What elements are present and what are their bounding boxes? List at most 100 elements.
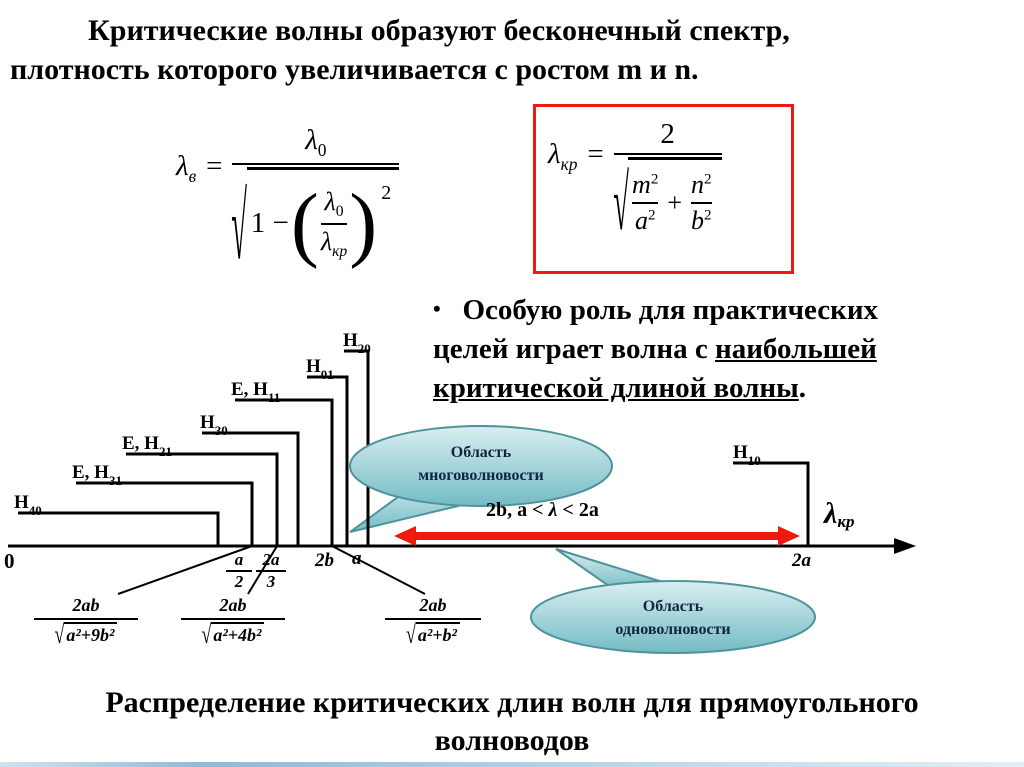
mode-eh21-base: E, H bbox=[122, 433, 159, 454]
tick-2a3-den: 3 bbox=[266, 571, 276, 591]
formula1-num-sub: 0 bbox=[317, 139, 327, 160]
fraction-bar bbox=[232, 162, 400, 165]
inner-den-lambda: λ bbox=[320, 226, 333, 256]
bullet-line-2: целей играет волна с наибольшей bbox=[433, 330, 878, 369]
bubble-multi-shape bbox=[349, 425, 613, 507]
m-pow: 2 bbox=[650, 171, 659, 188]
bubble-multiwave-line1: Область bbox=[450, 444, 512, 461]
fraction-bar bbox=[226, 569, 252, 572]
mode-label-h01: H01 bbox=[306, 356, 334, 382]
connector-eh31-value bbox=[117, 545, 253, 595]
inner-den: λкр bbox=[321, 227, 347, 261]
bullet-line-3: критической длиной волны. bbox=[433, 369, 878, 408]
value-fraction-eh31: 2ab √a²+9b² bbox=[34, 595, 138, 649]
mode-label-h20: H20 bbox=[343, 330, 371, 356]
caption-line-1: Распределение критических длин волн для … bbox=[105, 686, 919, 719]
value-eh31-den: √a²+9b² bbox=[54, 619, 118, 649]
a-squared: a2 bbox=[635, 206, 656, 236]
drop-line-h01 bbox=[307, 375, 349, 546]
mode-h40-base: H bbox=[14, 492, 29, 513]
mode-eh11-sub: 11 bbox=[267, 389, 281, 405]
formula2-radicand: m2 a2 + n2 b2 bbox=[628, 157, 722, 238]
drop-line-eh11 bbox=[235, 398, 334, 546]
radical-sign: √ bbox=[54, 619, 65, 649]
mode-label-h40: H40 bbox=[14, 492, 42, 518]
caption-line-2: волноводов bbox=[434, 724, 590, 757]
mode-h01-sub: 01 bbox=[320, 366, 334, 382]
formula2-lhs-sub: кр bbox=[560, 153, 578, 174]
highlight-red-box bbox=[533, 104, 794, 274]
bullet-marker: • bbox=[433, 296, 441, 321]
mode-eh21-sub: 21 bbox=[158, 443, 172, 459]
tick-a-over-2: a 2 bbox=[226, 551, 252, 591]
mode-label-eh21: E, H21 bbox=[122, 433, 172, 459]
value-fraction-eh11: 2ab √a²+b² bbox=[385, 595, 481, 647]
bubble-singlewave: Область одноволновости bbox=[544, 595, 802, 641]
mode-h01-base: H bbox=[306, 356, 321, 377]
mode-eh11-base: E, H bbox=[231, 379, 268, 400]
value-eh21-den: √a²+4b² bbox=[201, 619, 265, 649]
formula1-one-minus: 1 − bbox=[250, 207, 289, 240]
formula1-lhs-sub: в bbox=[188, 165, 197, 186]
formula1-lambda: λ bbox=[176, 150, 189, 182]
b-pow: 2 bbox=[704, 207, 712, 224]
n-base: n bbox=[691, 170, 705, 199]
radical-sign: √ bbox=[231, 175, 248, 280]
mode-h20-sub: 20 bbox=[357, 340, 371, 356]
bubble-multiwave: Область многоволновости bbox=[352, 441, 610, 487]
fraction-bar bbox=[632, 202, 659, 204]
value-eh31-num: 2ab bbox=[72, 595, 100, 615]
mode-h30-sub: 30 bbox=[214, 422, 228, 438]
formula-critical-wavelength: λкр = 2 √ m2 a2 + n2 b2 bbox=[548, 118, 722, 243]
fraction-bar bbox=[385, 618, 481, 620]
formula1-fraction: λ0 √ 1 − ( λ0 λкр ) 2 bbox=[232, 124, 400, 274]
tick-origin: 0 bbox=[4, 549, 15, 573]
title-line-2: плотность которого увеличивается с росто… bbox=[10, 53, 699, 86]
term-m2-a2: m2 a2 bbox=[632, 170, 659, 236]
bullet-line3-underlined: критической длиной волны bbox=[433, 372, 799, 404]
n-squared: n2 bbox=[691, 170, 712, 200]
bullet-line2-pre: целей играет волна с bbox=[433, 333, 715, 365]
tick-2b: 2b bbox=[315, 550, 334, 571]
drop-line-eh21 bbox=[126, 452, 279, 546]
a-base: a bbox=[634, 206, 648, 235]
formula-guided-wavelength: λв = λ0 √ 1 − ( λ0 λкр ) 2 bbox=[176, 124, 400, 274]
mode-h40-sub: 40 bbox=[28, 502, 42, 518]
value-eh11-radicand: a²+b² bbox=[415, 622, 460, 646]
formula2-numerator: 2 bbox=[660, 118, 675, 150]
mode-eh31-sub: 31 bbox=[108, 472, 122, 488]
tick-2a-over-3: 2a 3 bbox=[256, 551, 286, 591]
mode-label-h30: H30 bbox=[200, 412, 228, 438]
inner-den-sub: кр bbox=[332, 242, 348, 260]
bubble-single-shape bbox=[530, 580, 816, 654]
mode-h10-sub: 10 bbox=[747, 452, 761, 468]
plus-sign: + bbox=[667, 188, 683, 217]
formula1-numerator: λ0 bbox=[305, 124, 326, 161]
tick-a2-den: 2 bbox=[234, 571, 244, 591]
a-pow: 2 bbox=[647, 207, 656, 224]
fraction-bar bbox=[256, 569, 286, 572]
fraction-bar bbox=[320, 222, 348, 225]
radical-sign: √ bbox=[201, 619, 212, 649]
axis-lambda-sub: кр bbox=[837, 512, 855, 532]
close-paren: ) bbox=[349, 176, 378, 270]
formula2-lhs: λкр bbox=[548, 138, 577, 175]
tick-2a: 2a bbox=[792, 550, 811, 571]
bullet-line1-text: Особую роль для практических bbox=[462, 294, 879, 326]
m-base: m bbox=[632, 170, 651, 199]
m-squared: m2 bbox=[632, 170, 658, 200]
tick-a2-num: a bbox=[234, 550, 244, 569]
mode-label-eh11: E, H11 bbox=[231, 379, 281, 405]
n-pow: 2 bbox=[704, 171, 712, 188]
range-pre: 2b, a < bbox=[486, 499, 549, 521]
fraction-bar bbox=[34, 618, 138, 620]
fraction-bar bbox=[613, 153, 722, 155]
formula1-equals: = bbox=[206, 150, 223, 182]
value-eh21-num: 2ab bbox=[219, 595, 247, 615]
bullet-line-1: • Особую роль для практических bbox=[433, 289, 878, 330]
title-line-1: Критические волны образуют бесконечный с… bbox=[88, 14, 790, 47]
drop-line-h30 bbox=[202, 431, 300, 546]
inner-num: λ0 bbox=[325, 187, 344, 221]
